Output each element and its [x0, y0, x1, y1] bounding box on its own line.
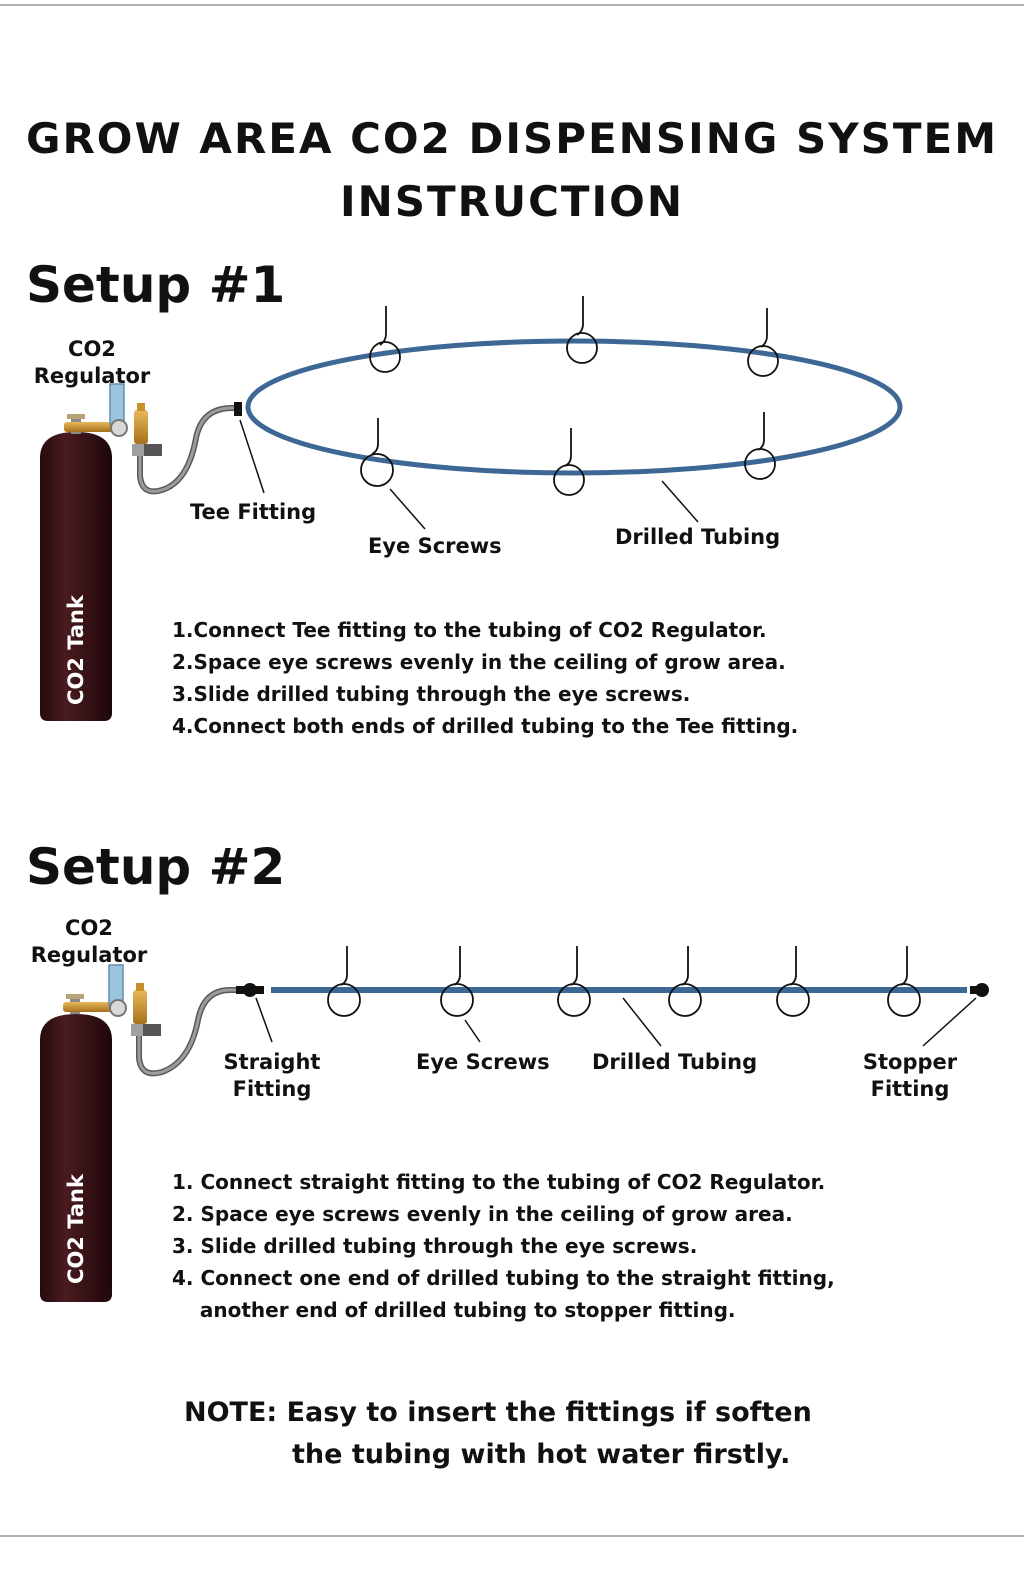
co2-tank-2 — [40, 1014, 112, 1302]
title-line-1: GROW AREA CO2 DISPENSING SYSTEM — [25, 114, 999, 163]
setup-1-step-1: 1.Connect Tee fitting to the tubing of C… — [172, 618, 767, 642]
setup-1-heading: Setup #1 — [26, 256, 286, 314]
eye-screws-1-label: Eye Screws — [368, 534, 502, 558]
co2-tank-2-label: CO2 Tank — [64, 1174, 88, 1284]
drilled-tubing-2-label: Drilled Tubing — [592, 1050, 758, 1074]
regulator-1-label-line2: Regulator — [33, 363, 151, 388]
setup-2-heading: Setup #2 — [26, 838, 286, 896]
eye-screw-2-3-ring — [557, 983, 591, 1017]
drilled-tubing-1-label: Drilled Tubing — [615, 525, 781, 549]
eye-leader-2 — [464, 1019, 481, 1043]
bottom-border — [0, 1535, 1024, 1537]
tee-fitting — [234, 402, 242, 416]
tee-leader — [239, 419, 265, 494]
eye-screws-2 — [327, 946, 921, 1017]
setup-1-step-2: 2.Space eye screws evenly in the ceiling… — [172, 650, 786, 674]
co2-tank-1 — [40, 432, 112, 721]
setup-2-step-1: 1. Connect straight fitting to the tubin… — [172, 1170, 826, 1194]
tee-fitting-label: Tee Fitting — [190, 500, 317, 524]
regulator-2-label-line2: Regulator — [30, 942, 148, 967]
eye-screw-1-6 — [757, 412, 765, 451]
eye-screw-1-2 — [576, 296, 584, 336]
setup-2-steps: 1. Connect straight fitting to the tubin… — [172, 1166, 835, 1326]
straight-fitting-label: Straight Fitting — [214, 1049, 330, 1103]
eye-screw-1-4-ring — [360, 453, 394, 487]
stopper-fitting-label-line2: Fitting — [870, 1076, 950, 1101]
title-line-2: INSTRUCTION — [339, 176, 685, 226]
setup-2-step-2: 2. Space eye screws evenly in the ceilin… — [172, 1202, 793, 1226]
eye-screw-1-3-ring — [747, 345, 779, 377]
eye-screw-2-5-ring — [776, 983, 810, 1017]
eye-screw-2-2 — [453, 946, 461, 986]
eye-screw-2-4 — [681, 946, 689, 986]
stopper-leader — [922, 997, 977, 1047]
setup-1-step-3: 3.Slide drilled tubing through the eye s… — [172, 682, 691, 706]
setup-1-steps: 1.Connect Tee fitting to the tubing of C… — [172, 614, 798, 742]
eye-screw-2-5 — [789, 946, 797, 986]
regulator-hose-1-highlight — [138, 406, 240, 493]
eye-screws-2-label: Eye Screws — [416, 1050, 550, 1074]
straight-leader — [255, 997, 273, 1043]
straight-fitting — [236, 983, 264, 997]
note-line-2: the tubing with hot water firstly. — [292, 1439, 791, 1470]
regulator-2-label-line1: CO2 — [65, 916, 113, 940]
page-title: GROW AREA CO2 DISPENSING SYSTEM INSTRUCT… — [0, 112, 1024, 229]
eye-screw-2-4-ring — [668, 983, 702, 1017]
top-border — [0, 4, 1024, 6]
co2-regulator-1 — [64, 383, 162, 456]
stopper-fitting — [970, 983, 989, 997]
eye-screw-1-5-ring — [553, 464, 585, 496]
setup-2-step-3: 3. Slide drilled tubing through the eye … — [172, 1234, 698, 1258]
co2-regulator-2 — [63, 964, 161, 1036]
eye-screw-1-6-ring — [744, 448, 776, 480]
straight-fitting-label-line2: Fitting — [232, 1076, 312, 1101]
regulator-1-label-line1: CO2 — [68, 337, 116, 361]
eye-screw-2-1 — [340, 946, 348, 986]
eye-screw-1-3 — [760, 308, 768, 348]
eye-screw-1-1 — [379, 306, 387, 346]
eye-screws-1 — [360, 296, 779, 496]
tubing-leader-2 — [622, 997, 662, 1047]
eye-screw-1-4 — [371, 418, 379, 455]
setup-2-step-4: 4. Connect one end of drilled tubing to … — [172, 1266, 835, 1290]
eye-screw-2-2-ring — [440, 983, 474, 1017]
eye-screw-1-2-ring — [566, 332, 598, 364]
eye-screw-2-6 — [900, 946, 908, 986]
stopper-fitting-label: Stopper Fitting — [854, 1049, 966, 1103]
leader-lines-1 — [239, 419, 699, 530]
drilled-tubing-loop — [245, 338, 903, 476]
co2-tank-1-label: CO2 Tank — [64, 595, 88, 705]
leader-lines-2 — [255, 997, 977, 1047]
note-line-1: NOTE: Easy to insert the fittings if sof… — [184, 1397, 812, 1428]
eye-screw-2-6-ring — [887, 983, 921, 1017]
tubing-leader-1 — [661, 480, 699, 523]
straight-fitting-label-line1: Straight — [223, 1050, 321, 1074]
regulator-hose-2-highlight — [137, 988, 240, 1075]
setup-1-step-4: 4.Connect both ends of drilled tubing to… — [172, 714, 799, 738]
stopper-fitting-label-line1: Stopper — [862, 1050, 958, 1074]
eye-screw-1-5 — [564, 428, 572, 467]
regulator-1-label: CO2 Regulator — [30, 336, 154, 390]
regulator-2-label: CO2 Regulator — [27, 915, 151, 969]
eye-screw-2-1-ring — [327, 983, 361, 1017]
eye-screw-1-1-ring — [369, 341, 401, 373]
eye-leader-1 — [389, 488, 426, 530]
note: NOTE: Easy to insert the fittings if sof… — [184, 1392, 812, 1476]
eye-screw-2-3 — [570, 946, 578, 986]
setup-2-step-4-cont: another end of drilled tubing to stopper… — [172, 1298, 736, 1322]
